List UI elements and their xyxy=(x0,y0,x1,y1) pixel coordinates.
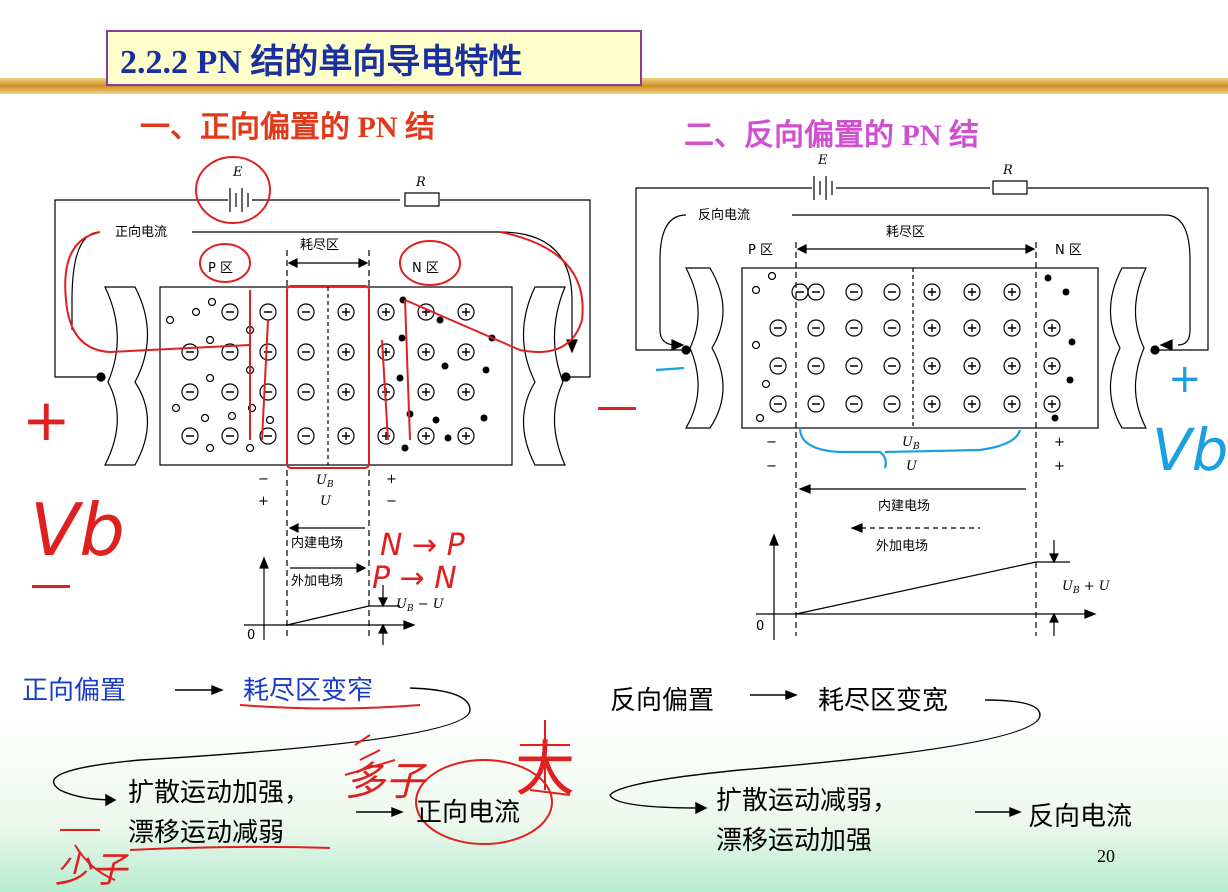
reverse-sign-4: + xyxy=(1054,459,1065,474)
forward-ub-label: UB xyxy=(316,473,334,490)
reverse-origin: 0 xyxy=(756,619,764,634)
p-to-n-mark: P → N xyxy=(372,561,457,596)
reverse-n-region: N 区 xyxy=(1055,243,1082,258)
red-annotations xyxy=(60,156,584,881)
right-minus-mark: — xyxy=(596,381,638,430)
cyan-annotations xyxy=(655,366,1022,469)
forward-current-label: 正向电流 xyxy=(115,224,167,240)
forward-sign-lb: + xyxy=(258,494,269,509)
left-minus-mark: — xyxy=(30,559,72,608)
forward-ion-signs xyxy=(186,308,470,440)
slide-title: 2.2.2 PN 结的单向导电特性 xyxy=(106,30,642,86)
reverse-heading: 二、反向偏置的 PN 结 xyxy=(684,119,979,152)
forward-heading: 一、正向偏置的 PN 结 xyxy=(140,111,435,144)
left-plus-mark: + xyxy=(22,386,71,454)
forward-summary-current: 正向电流 xyxy=(416,798,521,828)
reverse-ions xyxy=(769,283,1061,413)
reverse-potential-label: UB + U xyxy=(1062,579,1111,596)
summary-connectors xyxy=(53,684,1041,818)
forward-resistor-label: R xyxy=(415,175,426,190)
forward-summary-line2: 漂移运动减弱 xyxy=(128,818,285,848)
handwritten-bottom: 少子 xyxy=(55,850,130,891)
reverse-builtin-field: 内建电场 xyxy=(878,498,930,514)
reverse-summary-line1: 扩散运动减弱， xyxy=(716,786,899,816)
reverse-holes xyxy=(751,271,777,423)
right-plus-mark: + xyxy=(1168,356,1202,402)
forward-electrons xyxy=(396,296,496,452)
page-number: 20 xyxy=(1097,846,1115,866)
forward-depletion-label: 耗尽区 xyxy=(300,238,339,253)
forward-potential-label: UB − U xyxy=(396,597,445,614)
n-to-p-mark: N → P xyxy=(380,528,466,563)
reverse-external-field: 外加电场 xyxy=(876,539,928,554)
forward-summary-depletion: 耗尽区变窄 xyxy=(243,676,374,706)
reverse-sign-1: − xyxy=(766,435,777,450)
forward-origin: 0 xyxy=(247,628,255,643)
reverse-u-label: U xyxy=(906,459,918,474)
forward-battery-label: E xyxy=(232,165,243,180)
forward-sign-rt: + xyxy=(386,472,397,487)
reverse-depletion-label: 耗尽区 xyxy=(886,225,925,240)
forward-summary-bias: 正向偏置 xyxy=(22,676,127,706)
forward-sign-rb: − xyxy=(386,494,397,509)
forward-p-region: P 区 xyxy=(208,261,233,276)
reverse-sign-3: + xyxy=(1054,435,1065,450)
reverse-current-label: 反向电流 xyxy=(698,207,750,223)
handwritten-big: 大 xyxy=(515,735,575,805)
reverse-p-region: P 区 xyxy=(748,243,773,258)
reverse-summary-bias: 反向偏置 xyxy=(610,686,715,716)
forward-sign-lt: − xyxy=(258,472,269,487)
forward-holes xyxy=(165,297,275,453)
left-vb-mark: Vb xyxy=(30,488,125,572)
reverse-summary-depletion: 耗尽区变宽 xyxy=(818,686,949,716)
forward-builtin-field: 内建电场 xyxy=(291,535,343,551)
reverse-summary-line2: 漂移运动加强 xyxy=(716,826,873,856)
forward-summary-line1: 扩散运动加强， xyxy=(128,778,311,808)
forward-u-label: U xyxy=(320,494,332,509)
handwritten-top: 多子 xyxy=(345,759,428,805)
reverse-resistor-label: R xyxy=(1002,163,1013,178)
right-vb-mark: Vb xyxy=(1152,416,1228,484)
forward-n-region: N 区 xyxy=(412,261,439,276)
reverse-electrons xyxy=(1044,274,1076,422)
forward-external-field: 外加电场 xyxy=(291,574,343,589)
reverse-summary-current: 反向电流 xyxy=(1028,802,1133,832)
reverse-sign-2: − xyxy=(766,459,777,474)
reverse-ion-signs xyxy=(774,288,1056,408)
reverse-battery-label: E xyxy=(817,153,828,168)
reverse-ub-label: UB xyxy=(902,435,920,452)
reverse-diagram xyxy=(635,176,1209,640)
